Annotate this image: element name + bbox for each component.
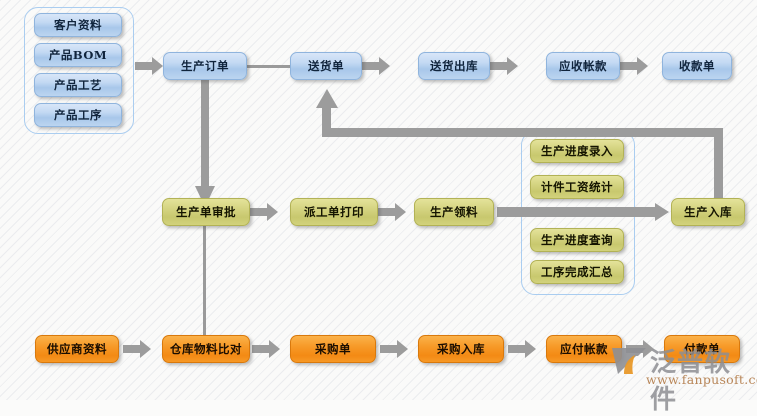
warehouse-to-po-arrow <box>252 340 280 358</box>
supplier-to-warehouse-arrow <box>123 340 151 358</box>
order-to-approval-arrow <box>195 78 215 208</box>
node-procedure-completion-summary[interactable]: 工序完成汇总 <box>530 260 624 284</box>
feedback-riser-bar <box>322 108 331 134</box>
picking-to-stockin-arrow <box>497 203 669 221</box>
node-accounts-payable[interactable]: 应付帐款 <box>546 335 622 363</box>
node-production-picking[interactable]: 生产领料 <box>414 198 494 226</box>
dispatch-to-picking-arrow <box>378 203 406 221</box>
approval-to-dispatch-arrow <box>250 203 278 221</box>
node-purchase-order[interactable]: 采购单 <box>290 335 376 363</box>
node-receipt-voucher[interactable]: 收款单 <box>662 52 732 80</box>
delivery-to-outbound-arrow <box>362 57 390 75</box>
payable-to-payment-arrow <box>626 340 654 358</box>
node-warehouse-material-compare[interactable]: 仓库物料比对 <box>162 335 250 363</box>
node-product-bom[interactable]: 产品BOM <box>34 43 122 67</box>
node-accounts-receivable[interactable]: 应收帐款 <box>546 52 620 80</box>
node-product-procedure[interactable]: 产品工序 <box>34 103 122 127</box>
receivable-to-receipt-arrow <box>620 57 648 75</box>
node-purchase-stockin[interactable]: 采购入库 <box>418 335 504 363</box>
basicdata-to-order-arrow <box>135 57 163 75</box>
node-progress-query[interactable]: 生产进度查询 <box>530 228 624 252</box>
node-progress-entry[interactable]: 生产进度录入 <box>530 139 624 163</box>
node-product-process[interactable]: 产品工艺 <box>34 73 122 97</box>
order-to-delivery-line <box>247 65 290 68</box>
node-supplier-data[interactable]: 供应商资料 <box>35 335 119 363</box>
node-production-stockin[interactable]: 生产入库 <box>671 198 745 226</box>
node-customer-data[interactable]: 客户资料 <box>34 13 122 37</box>
approval-to-warehouse-line <box>203 226 206 344</box>
node-delivery-note[interactable]: 送货单 <box>290 52 362 80</box>
basic-data-group <box>24 7 134 134</box>
node-production-order-approval[interactable]: 生产单审批 <box>162 198 250 226</box>
node-dispatch-print[interactable]: 派工单打印 <box>290 198 378 226</box>
node-delivery-outbound[interactable]: 送货出库 <box>418 52 490 80</box>
node-payment-voucher[interactable]: 付款单 <box>664 335 740 363</box>
feedback-vertical-bar <box>714 128 723 214</box>
feedback-arrowhead-up <box>315 88 339 112</box>
node-piecework-wage-stats[interactable]: 计件工资统计 <box>530 175 624 199</box>
watermark-url: www.fanpusoft.com <box>646 372 757 387</box>
outbound-to-receivable-arrow <box>490 57 518 75</box>
node-production-order[interactable]: 生产订单 <box>163 52 247 80</box>
po-to-stockin-arrow <box>380 340 408 358</box>
feedback-horizontal-bar <box>322 128 723 137</box>
stockin-to-payable-arrow <box>508 340 536 358</box>
